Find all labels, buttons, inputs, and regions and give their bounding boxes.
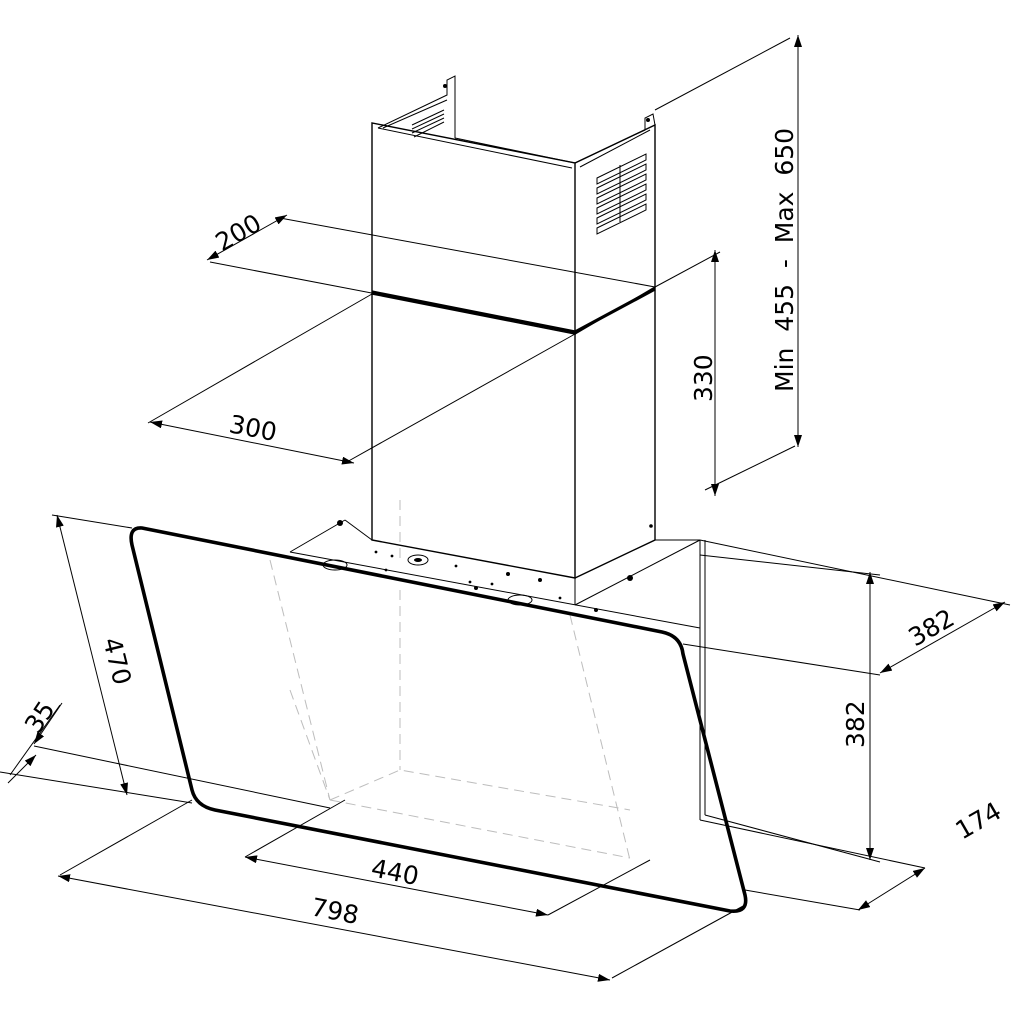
hood-body — [289, 519, 706, 820]
label-chimney-width: 300 — [227, 409, 279, 447]
label-body-height: 382 — [841, 700, 870, 748]
chimney — [344, 75, 656, 579]
vent-slots-side — [596, 153, 647, 235]
dimension-lines — [0, 35, 1011, 982]
label-inner-width: 440 — [369, 853, 421, 891]
label-base-depth: 174 — [951, 796, 1007, 845]
label-body-depth: 382 — [904, 603, 960, 652]
glass-panel — [129, 526, 748, 913]
dimension-labels: Min 455 - Max 650 330 200 300 470 35 798… — [19, 128, 1006, 930]
label-chimney-depth: 200 — [211, 208, 267, 257]
vent-slots-back — [411, 109, 445, 138]
label-glass-offset: 35 — [19, 696, 61, 739]
label-chimney-height-range: Min 455 - Max 650 — [770, 128, 799, 392]
label-glass-height: 470 — [97, 634, 137, 687]
label-lower-chimney-height: 330 — [689, 354, 718, 402]
hidden-lines — [269, 559, 631, 861]
